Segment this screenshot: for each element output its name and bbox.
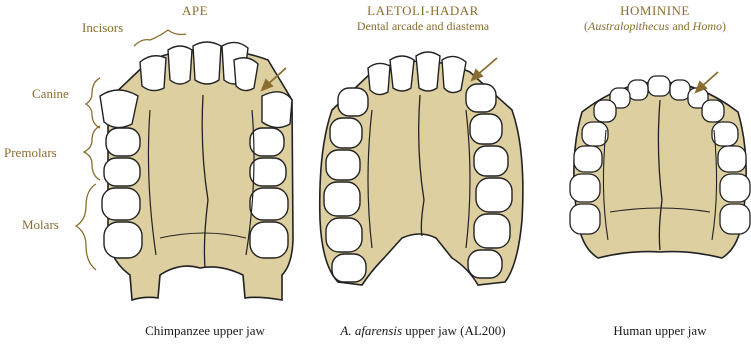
premolars-label: Premolars (4, 145, 57, 161)
molars-bracket (76, 184, 96, 270)
chimpanzee-caption: Chimpanzee upper jaw (110, 323, 300, 339)
ape-header: APE (160, 3, 230, 19)
human-caption: Human upper jaw (580, 323, 740, 339)
human-jaw (570, 76, 750, 258)
canine-label: Canine (32, 86, 69, 102)
hominine-subtitle-paren-close: ) (722, 19, 726, 33)
hominine-title: HOMININE (560, 3, 750, 19)
human-arrow (696, 72, 718, 92)
laetoli-title: LAETOLI-HADAR (318, 3, 528, 19)
molars-label: Molars (22, 217, 59, 233)
hominine-subtitle-genus-1: Australopithecus (588, 19, 669, 33)
ape-title: APE (160, 3, 230, 19)
afarensis-diastema-arrow (472, 58, 497, 80)
incisors-label: Incisors (82, 20, 123, 36)
chimpanzee-jaw (100, 42, 293, 300)
hominine-subtitle-and: and (669, 19, 692, 33)
afarensis-caption-species: A. afarensis (340, 323, 402, 338)
laetoli-header: LAETOLI-HADAR Dental arcade and diastema (318, 3, 528, 34)
laetoli-subtitle: Dental arcade and diastema (318, 19, 528, 34)
hominine-header: HOMININE (Australopithecus and Homo) (560, 3, 750, 34)
premolars-bracket (84, 126, 100, 180)
incisors-bracket (134, 30, 186, 46)
afarensis-caption-rest: upper jaw (AL200) (402, 323, 506, 338)
afarensis-caption: A. afarensis upper jaw (AL200) (318, 323, 528, 339)
hominine-subtitle-genus-2: Homo (693, 19, 722, 33)
afarensis-jaw (320, 52, 523, 285)
hominine-subtitle: (Australopithecus and Homo) (560, 19, 750, 34)
canine-bracket (86, 78, 100, 128)
